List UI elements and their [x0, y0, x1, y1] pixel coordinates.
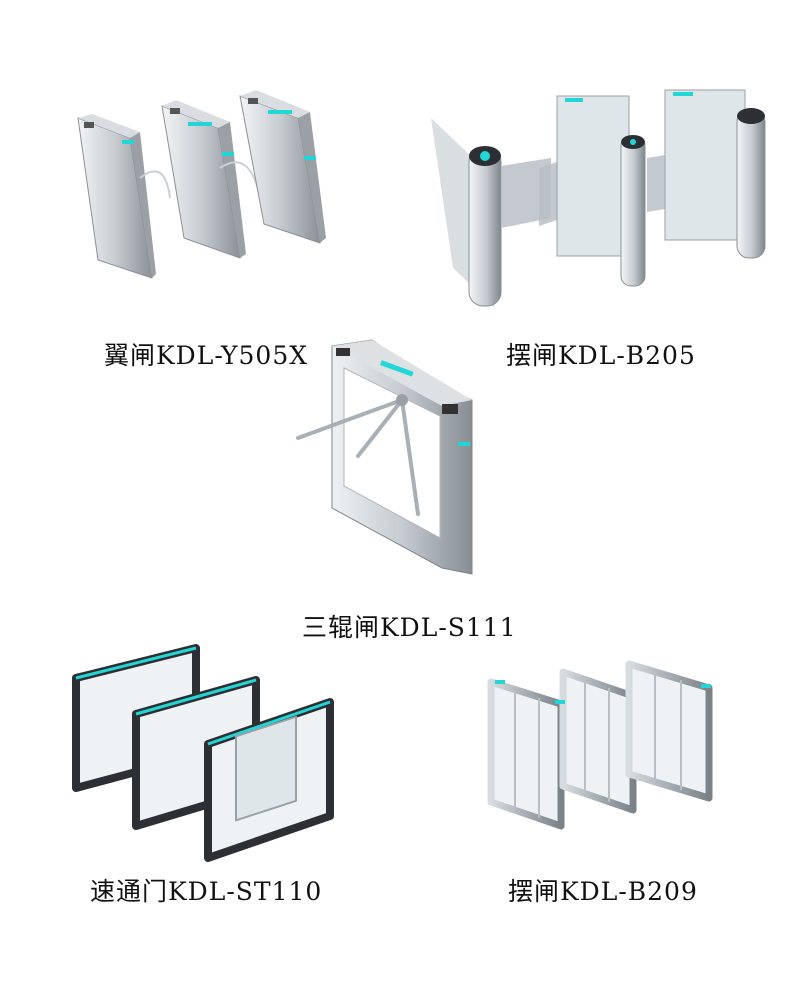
tripod-turnstile-image — [292, 338, 482, 578]
swing-barrier-turnstile-image — [425, 88, 775, 313]
swing-gate-image — [485, 660, 775, 830]
speed-gate-image — [40, 640, 390, 870]
product-caption: 摆闸KDL-B209 — [508, 877, 698, 906]
product-caption: 三辊闸KDL-S111 — [302, 613, 517, 642]
flap-barrier-turnstile-image — [70, 88, 340, 288]
product-caption: 摆闸KDL-B205 — [506, 341, 696, 370]
product-caption: 翼闸KDL-Y505X — [104, 341, 309, 370]
product-caption: 速通门KDL-ST110 — [90, 877, 323, 906]
